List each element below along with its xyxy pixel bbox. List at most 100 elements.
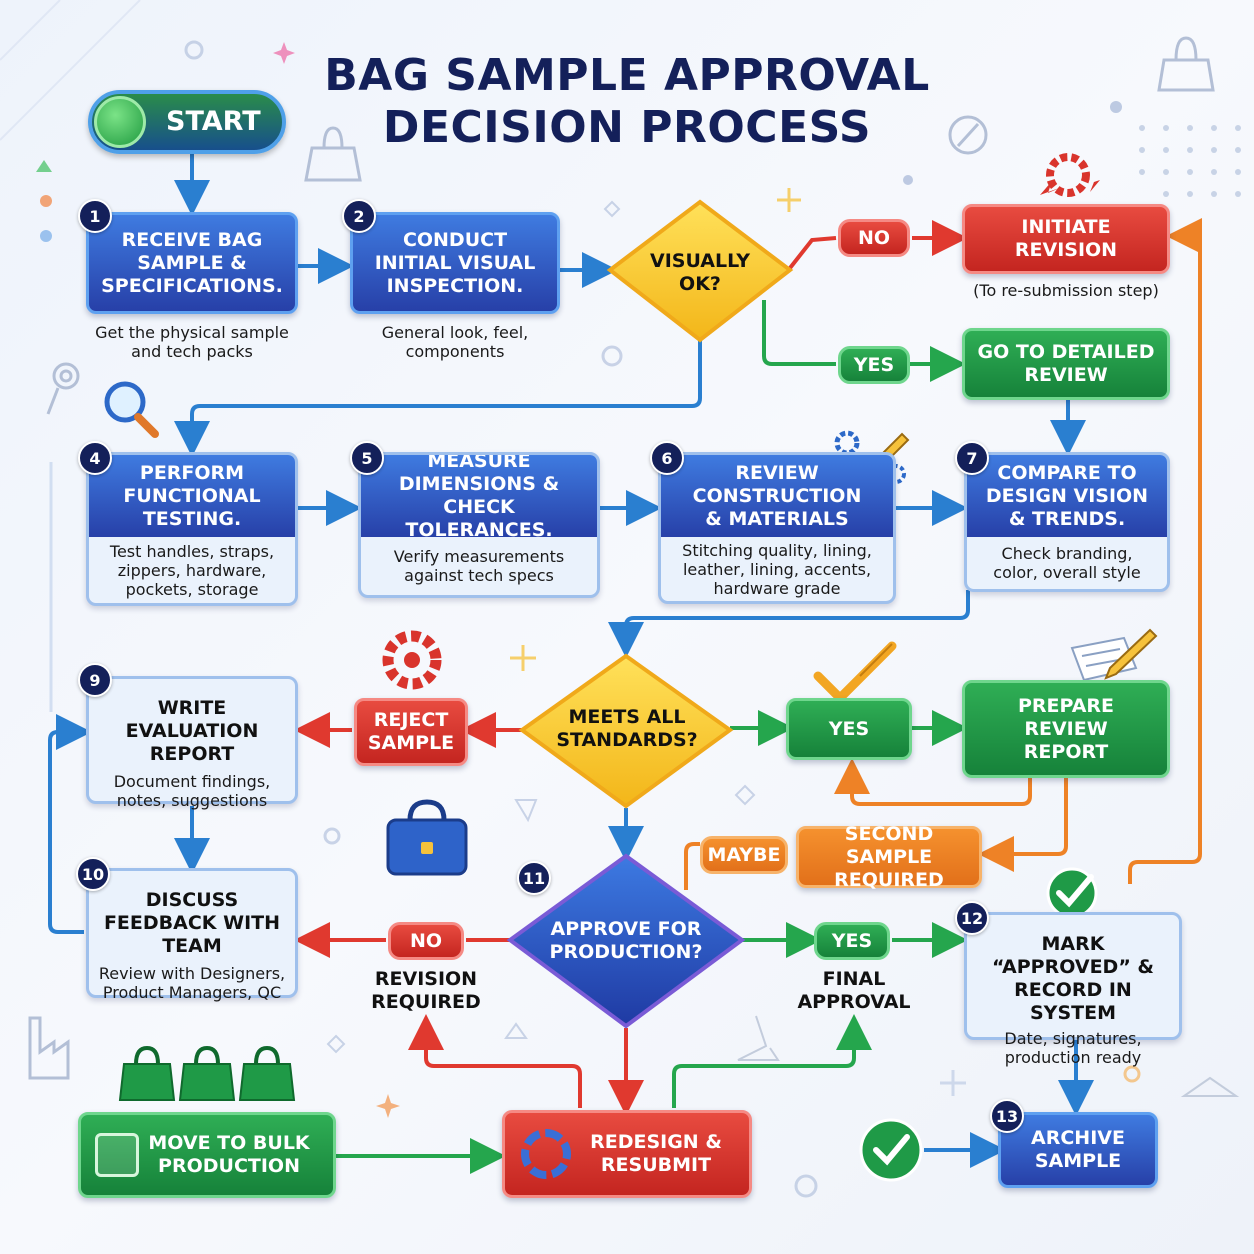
step-9-card: WRITE EVALUATION REPORT Document finding…	[86, 676, 298, 810]
step-12-card: MARK “APPROVED” & RECORD IN SYSTEM Date,…	[964, 912, 1182, 1067]
yes-box-standards: YES	[786, 698, 912, 760]
visually-ok-label: VISUALLY OK?	[649, 250, 751, 295]
visually-ok-diamond	[606, 199, 794, 343]
factory-outline-icon	[28, 1016, 70, 1080]
step-11-badge: 11	[517, 861, 551, 895]
step-5-badge: 5	[350, 441, 384, 475]
green-bags-icon	[118, 1045, 296, 1101]
step-1-title: RECEIVE BAG SAMPLE & SPECIFICATIONS.	[101, 228, 283, 297]
step-10-desc: Review with Designers, Product Managers,…	[98, 964, 286, 1002]
step-9-title: WRITE EVALUATION REPORT	[125, 697, 259, 765]
start-dot	[94, 96, 146, 148]
step-6-desc: Stitching quality, lining, leather, lini…	[682, 540, 872, 598]
gear-outline-icon	[46, 362, 80, 415]
bulk-production-box: MOVE TO BULK PRODUCTION	[78, 1112, 336, 1198]
blue-connectors	[48, 150, 1094, 1168]
prepare-report-label: PREPARE REVIEW REPORT	[1017, 694, 1115, 763]
step-9-desc: Document findings, notes, suggestions	[113, 772, 271, 810]
step-12-badge: 12	[955, 901, 989, 935]
approve-production-label: APPROVE FOR PRODUCTION?	[549, 918, 703, 963]
step-5-card: MEASURE DIMENSIONS & CHECK TOLERANCES. V…	[358, 452, 600, 598]
broken-gear-icon	[1040, 153, 1100, 197]
step-1-box: RECEIVE BAG SAMPLE & SPECIFICATIONS.	[86, 212, 298, 314]
reject-sample-box: REJECT SAMPLE	[354, 698, 468, 766]
archive-sample-label: ARCHIVE SAMPLE	[1031, 1127, 1125, 1172]
report-pencil-icon	[1070, 628, 1158, 682]
orange-connectors	[684, 218, 1202, 890]
step-6-card: REVIEW CONSTRUCTION & MATERIALS Stitchin…	[658, 452, 896, 604]
ruler-check-icon	[813, 641, 897, 705]
pencil-outline-icon	[948, 115, 988, 155]
step-12-title: MARK “APPROVED” & RECORD IN SYSTEM	[992, 933, 1154, 1024]
step-1-note: Get the physical sample and tech packs	[95, 323, 289, 361]
step-12-desc: Date, signatures, production ready	[1004, 1029, 1142, 1067]
decorations	[0, 0, 1141, 1198]
no-pill-production: NO	[388, 922, 464, 960]
final-approval-label: FINAL APPROVAL	[797, 968, 911, 1013]
green-check-icon	[1046, 867, 1098, 919]
meets-standards-label: MEETS ALL STANDARDS?	[556, 706, 698, 751]
bag-icon	[95, 1133, 139, 1177]
step-4-card: PERFORM FUNCTIONAL TESTING. Test handles…	[86, 452, 298, 606]
archive-check-icon	[859, 1118, 923, 1182]
step-4-badge: 4	[78, 441, 112, 475]
prepare-report-box: PREPARE REVIEW REPORT	[962, 680, 1170, 778]
detailed-review-label: GO TO DETAILED REVIEW	[977, 341, 1155, 386]
step-10-badge: 10	[76, 857, 110, 891]
start-pill: START	[88, 90, 286, 154]
briefcase-icon	[386, 799, 468, 876]
step-2-title: CONDUCT INITIAL VISUAL INSPECTION.	[374, 228, 536, 297]
second-sample-box: SECOND SAMPLE REQUIRED	[796, 823, 982, 891]
dot-grid	[1139, 125, 1241, 197]
shopping-bag-outline-icon	[1157, 36, 1215, 92]
red-connectors	[294, 220, 968, 1116]
dress-form-outline-icon	[737, 1015, 780, 1061]
step-7-badge: 7	[955, 441, 989, 475]
archive-sample-box: ARCHIVE SAMPLE	[998, 1112, 1158, 1188]
step-7-desc: Check branding, color, overall style	[993, 544, 1141, 582]
step-13-badge: 13	[990, 1099, 1024, 1133]
step-2-badge: 2	[342, 199, 376, 233]
yes-pill-production: YES	[814, 922, 890, 960]
reject-sample-label: REJECT SAMPLE	[367, 709, 455, 754]
step-6-title: REVIEW CONSTRUCTION & MATERIALS	[661, 455, 893, 537]
meets-standards-diamond	[518, 653, 734, 809]
title-line-2: DECISION PROCESS	[382, 102, 872, 153]
shopping-bag-outline-small-icon	[304, 126, 362, 182]
step-1-badge: 1	[78, 199, 112, 233]
step-4-desc: Test handles, straps, zippers, hardware,…	[109, 541, 275, 599]
step-5-desc: Verify measurements against tech specs	[393, 547, 565, 585]
page-title: BAG SAMPLE APPROVAL DECISION PROCESS	[0, 50, 1254, 154]
step-6-badge: 6	[650, 441, 684, 475]
initiate-revision-label: INITIATE REVISION	[1014, 216, 1118, 261]
redesign-box: REDESIGN & RESUBMIT	[502, 1110, 752, 1198]
initiate-revision-box: INITIATE REVISION	[962, 204, 1170, 274]
step-2-box: CONDUCT INITIAL VISUAL INSPECTION.	[350, 212, 560, 314]
initiate-revision-note: (To re-submission step)	[973, 281, 1159, 300]
step-5-title: MEASURE DIMENSIONS & CHECK TOLERANCES.	[361, 455, 597, 541]
approve-production-diamond	[506, 853, 746, 1029]
green-connectors	[336, 300, 968, 1174]
detailed-review-box: GO TO DETAILED REVIEW	[962, 328, 1170, 400]
step-7-title: COMPARE TO DESIGN VISION & TRENDS.	[967, 455, 1167, 537]
step-4-title: PERFORM FUNCTIONAL TESTING.	[89, 455, 295, 537]
yes-box-standards-label: YES	[828, 717, 870, 740]
step-7-card: COMPARE TO DESIGN VISION & TRENDS. Check…	[964, 452, 1170, 592]
maybe-pill: MAYBE	[700, 836, 788, 874]
step-9-badge: 9	[78, 663, 112, 697]
no-pill-visual: NO	[838, 219, 910, 257]
hanger-outline-icon	[1180, 1076, 1240, 1097]
step-10-card: DISCUSS FEEDBACK WITH TEAM Review with D…	[86, 868, 298, 1002]
redesign-gears-icon	[521, 1129, 571, 1179]
magnifier-icon	[104, 381, 159, 438]
title-line-1: BAG SAMPLE APPROVAL	[324, 50, 930, 101]
revision-required-label: REVISION REQUIRED	[371, 968, 481, 1013]
bulk-production-label: MOVE TO BULK PRODUCTION	[148, 1132, 310, 1177]
step-2-note: General look, feel, components	[381, 323, 529, 361]
step-10-title: DISCUSS FEEDBACK WITH TEAM	[103, 889, 281, 957]
red-gear-icon	[382, 630, 442, 690]
yes-pill-visual: YES	[838, 346, 910, 384]
second-sample-label: SECOND SAMPLE REQUIRED	[834, 822, 944, 891]
redesign-label: REDESIGN & RESUBMIT	[590, 1131, 722, 1176]
